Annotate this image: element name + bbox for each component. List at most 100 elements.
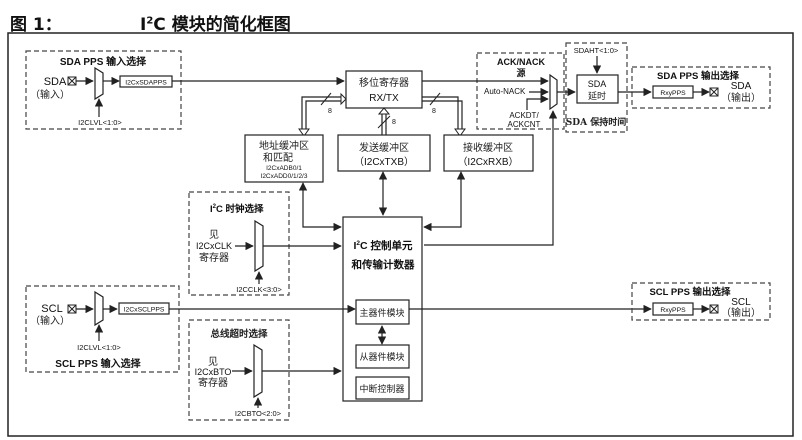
ackdt-label-line2: ACKCNT bbox=[508, 120, 541, 129]
sda-output-title: SDA PPS 输出选择 bbox=[657, 70, 739, 82]
control-title-rest: C 控制单元 bbox=[360, 239, 413, 252]
sda-input-mux bbox=[94, 66, 104, 101]
sda-input-register: I2CxSDAPPS bbox=[125, 80, 167, 87]
bus-tx-to-shift: 8 bbox=[377, 107, 396, 135]
scl-input-pin-label: SCL bbox=[41, 303, 62, 315]
address-control-link bbox=[298, 182, 342, 232]
scl-input-register: I2CxSCLPPS bbox=[124, 307, 165, 314]
clock-see: 见 bbox=[209, 229, 219, 241]
control-title-sup: 2 bbox=[356, 240, 360, 247]
address-buffer: 地址缓冲区 和匹配 I2CxADB0/1 I2CxADD0/1/2/3 bbox=[244, 134, 324, 183]
rx-buffer-line2: （I2CxRXB） bbox=[457, 156, 518, 168]
bus-width-label: 8 bbox=[432, 108, 436, 115]
clock-select-group: I2C 时钟选择 见 I2CxCLK 寄存器 I2CCLK<3:0> bbox=[188, 191, 290, 296]
control-unit: I2C 控制单元 和传输计数器 主器件模块 从器件模块 中断控制器 bbox=[342, 216, 423, 402]
ack-dashed-frame bbox=[476, 52, 565, 130]
figure-title: I2C 模块的简化框图 bbox=[140, 10, 291, 35]
shift-register: 移位寄存器 RX/TX bbox=[345, 70, 423, 109]
bus-shift-to-rx: 8 bbox=[422, 92, 466, 137]
sda-input-dashed-frame bbox=[25, 50, 182, 130]
slave-module-box bbox=[355, 344, 410, 369]
tx-buffer-line2: （I2CxTXB） bbox=[354, 156, 414, 168]
sda-hold-dashed-frame bbox=[565, 42, 628, 133]
clock-title-i: I bbox=[210, 204, 213, 215]
rx-buffer-box bbox=[443, 134, 534, 172]
sda-delay-line2: 延时 bbox=[588, 90, 606, 102]
ack-title-line1: ACK/NACK bbox=[497, 57, 545, 67]
bus-width-label: 8 bbox=[328, 108, 332, 115]
sda-input-pin-sub: （输入） bbox=[30, 88, 70, 101]
sda-hold-group: SDAHT<1:0> SDA 延时 SDA 保持时间 bbox=[557, 42, 628, 133]
clock-dashed-frame bbox=[188, 191, 290, 296]
scl-output-title: SCL PPS 输出选择 bbox=[649, 286, 731, 298]
interrupt-controller-label: 中断控制器 bbox=[359, 383, 404, 395]
scl-input-pin-sub: （输入） bbox=[30, 314, 70, 327]
slave-module-label: 从器件模块 bbox=[359, 351, 404, 363]
address-buffer-line2: 和匹配 bbox=[263, 152, 293, 164]
ackdt-label-line1: ACKDT/ bbox=[509, 111, 539, 120]
sda-delay-line1: SDA bbox=[588, 79, 607, 89]
bus-shift-to-address: 8 bbox=[298, 92, 347, 137]
master-module-label: 主器件模块 bbox=[359, 307, 404, 319]
ack-title-line2: 源 bbox=[516, 67, 525, 79]
timeout-select: I2CBTO<2:0> bbox=[235, 409, 282, 418]
tx-buffer-box bbox=[337, 134, 431, 172]
tx-buffer-line1: 发送缓冲区 bbox=[359, 141, 409, 154]
scl-input-dashed-frame bbox=[25, 285, 180, 373]
scl-input-mux bbox=[94, 290, 104, 327]
sda-delay-box bbox=[576, 74, 619, 104]
scl-output-pin-icon bbox=[709, 304, 719, 314]
sda-output-dashed-frame bbox=[631, 66, 771, 109]
address-buffer-line1: 地址缓冲区 bbox=[259, 139, 309, 152]
sda-input-pin-icon bbox=[67, 76, 77, 86]
clock-title: I2C 时钟选择 bbox=[210, 203, 264, 215]
timeout-reg-suffix: 寄存器 bbox=[198, 376, 228, 389]
timeout-see: 见 bbox=[208, 356, 218, 368]
title-sup: 2 bbox=[146, 15, 154, 27]
control-title-i: I bbox=[353, 240, 356, 252]
address-buffer-box bbox=[244, 134, 324, 183]
clock-reg-suffix: 寄存器 bbox=[199, 251, 229, 264]
ack-nack-group: ACK/NACK 源 Auto-NACK ACKDT/ ACKCNT bbox=[422, 52, 565, 130]
sda-output-pin-icon bbox=[709, 87, 719, 97]
timeout-register: I2CxBTO bbox=[195, 367, 232, 377]
bus-width-label: 8 bbox=[392, 119, 396, 126]
master-module-box bbox=[355, 299, 410, 325]
sda-output-pin-label: SDA bbox=[731, 81, 752, 92]
scl-output-register: RxyPPS bbox=[660, 307, 686, 314]
rx-buffer: 接收缓冲区 （I2CxRXB） bbox=[443, 134, 534, 172]
clock-select: I2CCLK<3:0> bbox=[236, 285, 282, 294]
outer-frame bbox=[7, 32, 794, 437]
clock-mux bbox=[254, 219, 264, 273]
clock-title-sup: 2 bbox=[213, 204, 217, 210]
timeout-mux bbox=[253, 343, 263, 399]
scl-output-dashed-frame bbox=[631, 282, 771, 321]
sda-hold-title: SDA 保持时间 bbox=[566, 116, 626, 128]
scl-output-pin-label: SCL bbox=[731, 297, 751, 308]
control-unit-line2: 和传输计数器 bbox=[351, 258, 415, 271]
rx-buffer-line1: 接收缓冲区 bbox=[463, 141, 513, 154]
title-i: I bbox=[140, 15, 147, 35]
address-buffer-line3: I2CxADB0/1 bbox=[266, 165, 302, 172]
sda-input-pin-label: SDA bbox=[44, 76, 67, 88]
interrupt-controller-box bbox=[355, 376, 410, 400]
clock-register: I2CxCLK bbox=[196, 241, 232, 251]
scl-output-group: SCL PPS 输出选择 RxyPPS SCL （输出） bbox=[631, 282, 771, 321]
scl-output-pin-sub: （输出） bbox=[721, 306, 761, 319]
timeout-title: 总线超时选择 bbox=[210, 328, 268, 340]
sdaht-select: SDAHT<1:0> bbox=[574, 46, 619, 55]
shift-register-line2: RX/TX bbox=[369, 93, 399, 104]
auto-nack-label: Auto-NACK bbox=[484, 87, 526, 96]
control-unit-title: I2C 控制单元 bbox=[353, 239, 413, 252]
figure-label: 图 1： bbox=[10, 15, 62, 35]
scl-input-title: SCL PPS 输入选择 bbox=[55, 357, 141, 370]
address-buffer-line4: I2CxADD0/1/2/3 bbox=[261, 173, 308, 180]
control-to-ack-line bbox=[424, 110, 558, 246]
rx-control-link bbox=[423, 171, 466, 232]
scl-input-group: SCL （输入） I2CLVL<1:0> I2CxSCLPPS SCL PPS … bbox=[25, 285, 180, 373]
sda-input-title: SDA PPS 输入选择 bbox=[60, 55, 147, 68]
scl-input-pin-icon bbox=[67, 304, 77, 314]
tx-buffer: 发送缓冲区 （I2CxTXB） bbox=[337, 134, 431, 172]
title-rest: C 模块的简化框图 bbox=[153, 15, 291, 35]
